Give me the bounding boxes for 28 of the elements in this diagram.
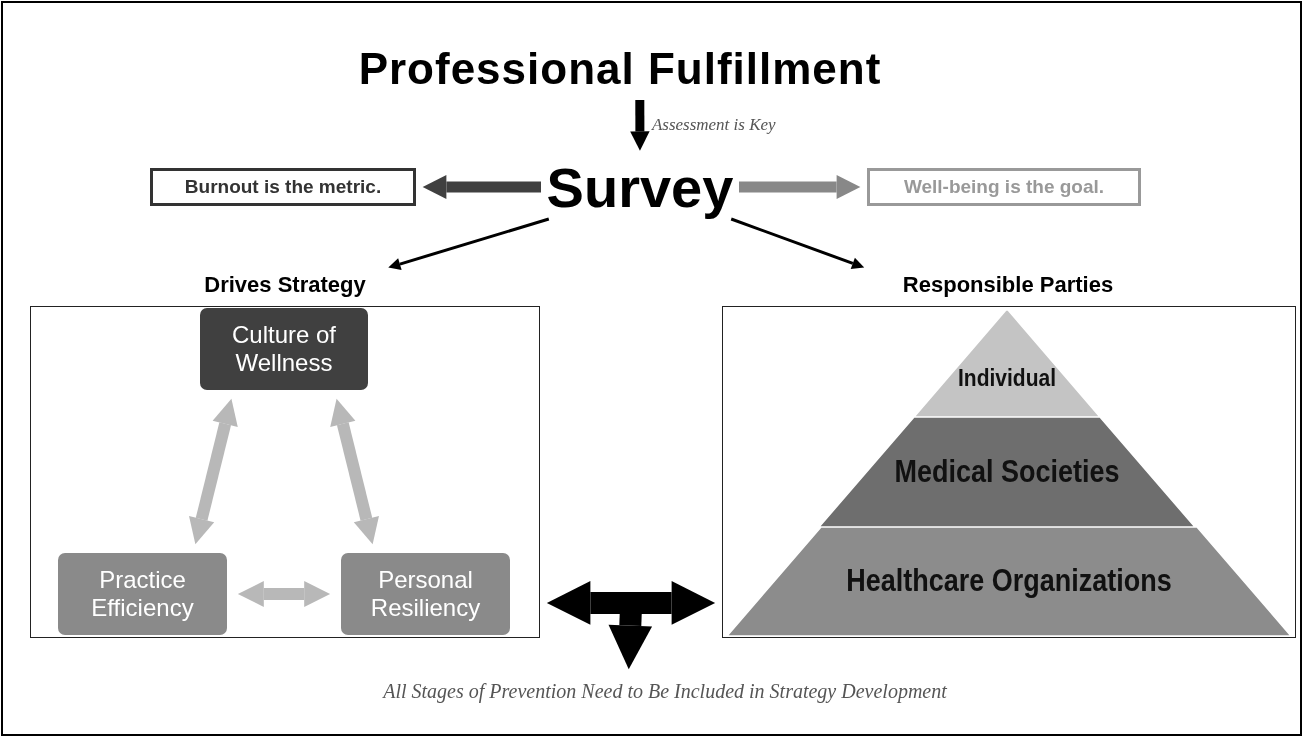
tier-label: Individual [958, 363, 1056, 392]
box-label: Culture of Wellness [230, 321, 338, 377]
text-box [867, 168, 1141, 206]
arrow [422, 175, 541, 199]
tier-label: Medical Societies [894, 454, 1120, 490]
rounded-box [58, 553, 227, 635]
text-box [150, 168, 416, 206]
arrow [730, 217, 865, 270]
arrow [189, 398, 238, 545]
arrow [330, 398, 379, 545]
footnote: All Stages of Prevention Need to Be Included in Strategy Development [383, 679, 947, 703]
edge-label: Assessment is Key [651, 114, 776, 135]
panel-heading: Drives Strategy [204, 272, 366, 298]
arrow [237, 581, 331, 607]
panel-heading: Responsible Parties [902, 272, 1114, 298]
tier-label: Healthcare Organizations [846, 563, 1172, 600]
box-label: Practice Efficiency [90, 566, 195, 622]
title: Professional Fulfillment [358, 44, 882, 94]
box-label: Personal Resiliency [369, 566, 482, 622]
rounded-box [341, 553, 510, 635]
box-label: Well-being is the goal. [903, 176, 1105, 198]
arrow [739, 175, 861, 199]
arrow [388, 217, 550, 270]
rounded-box [200, 308, 368, 390]
node-label: Survey [546, 154, 734, 220]
arrow [630, 100, 650, 151]
box-label: Burnout is the metric. [184, 176, 382, 198]
arrow [546, 581, 716, 625]
